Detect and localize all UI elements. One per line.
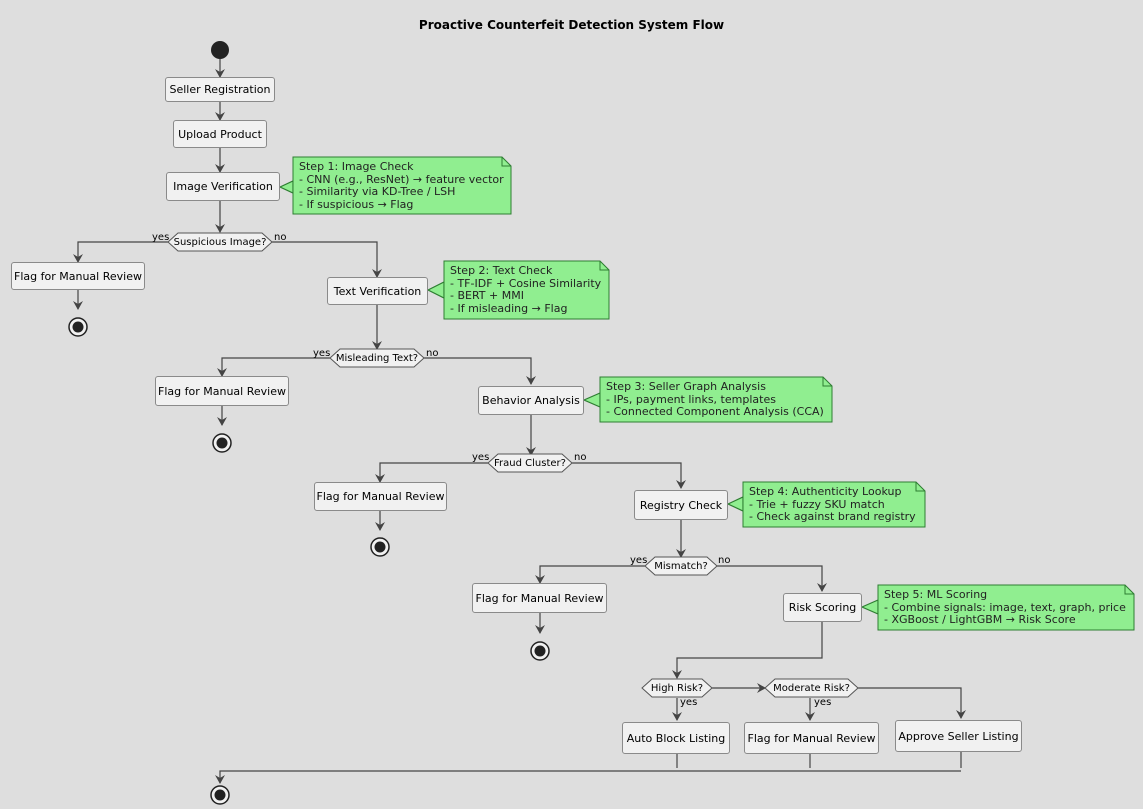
node-flag-review-4: Flag for Manual Review	[472, 583, 607, 613]
note-line: - If suspicious → Flag	[299, 197, 414, 211]
note-line: Step 5: ML Scoring	[884, 588, 988, 601]
decision-suspicious-image: Suspicious Image?	[173, 236, 267, 248]
edge-d2-yes	[217, 357, 330, 377]
node-text-verification: Text Verification	[327, 277, 428, 305]
terminals	[68, 41, 550, 805]
edge-d4-no	[717, 565, 827, 592]
decision-shape-mismatch	[644, 556, 718, 576]
node-risk-scoring: Risk Scoring	[783, 593, 862, 622]
stop-node-3	[370, 537, 390, 557]
node-flag-review-3: Flag for Manual Review	[314, 482, 447, 511]
note-connector-1	[278, 180, 294, 194]
note-line: - Check against brand registry	[749, 510, 916, 523]
node-upload-product: Upload Product	[173, 120, 267, 148]
node-registry-check: Registry Check	[634, 490, 728, 520]
note-line: Step 4: Authenticity Lookup	[749, 485, 902, 498]
diagram-title: Proactive Counterfeit Detection System F…	[418, 18, 725, 32]
note-step4-authenticity: Step 4: Authenticity Lookup - Trie + fuz…	[743, 484, 922, 526]
note-line: - Similarity via KD-Tree / LSH	[299, 185, 456, 198]
node-seller-registration: Seller Registration	[165, 77, 275, 102]
stop-node-2	[212, 433, 232, 453]
branch-label-yes: yes	[630, 555, 648, 566]
edge-d4-yes	[535, 565, 645, 584]
note-step1-image-check: Step 1: Image Check - CNN (e.g., ResNet)…	[293, 159, 510, 213]
edge-d6-no	[858, 687, 966, 719]
note-step5-ml-scoring: Step 5: ML Scoring - Combine signals: im…	[878, 587, 1132, 629]
decision-shape-high-risk	[641, 678, 713, 698]
stop-node-1	[68, 317, 88, 337]
note-line: - If misleading → Flag	[450, 301, 568, 315]
branch-label-yes: yes	[472, 452, 490, 463]
node-auto-block-listing: Auto Block Listing	[622, 722, 730, 754]
node-flag-review-5: Flag for Manual Review	[744, 722, 879, 754]
note-line: - CNN (e.g., ResNet) → feature vector	[299, 172, 504, 186]
branch-label-yes: yes	[313, 348, 331, 359]
decision-moderate-risk: Moderate Risk?	[773, 682, 850, 694]
note-line: Step 3: Seller Graph Analysis	[606, 380, 766, 393]
branch-label-yes: yes	[814, 697, 832, 708]
note-connector-5	[860, 599, 879, 615]
note-shape-2	[443, 260, 610, 320]
note-shape-4	[742, 481, 926, 528]
note-line: - Combine signals: image, text, graph, p…	[884, 600, 1126, 614]
branch-label-no: no	[426, 348, 439, 359]
branch-label-no: no	[574, 452, 587, 463]
note-line: - XGBoost / LightGBM → Risk Score	[884, 613, 1076, 626]
decision-shape-suspicious-image	[167, 232, 273, 252]
node-approve-seller-listing: Approve Seller Listing	[895, 720, 1022, 752]
end-node	[210, 785, 230, 805]
node-flag-review-2: Flag for Manual Review	[155, 376, 289, 406]
edge-d3-no	[572, 462, 686, 489]
branch-label-no: no	[274, 232, 287, 243]
note-step3-seller-graph: Step 3: Seller Graph Analysis - IPs, pay…	[600, 379, 830, 421]
note-connector-3	[582, 392, 601, 408]
note-shape-1	[292, 156, 512, 215]
branch-label-no: no	[718, 555, 731, 566]
note-line: - TF-IDF + Cosine Similarity	[450, 276, 602, 290]
note-line: - Connected Component Analysis (CCA)	[606, 405, 824, 418]
note-folds	[501, 157, 1134, 595]
note-step2-text-check: Step 2: Text Check - TF-IDF + Cosine Sim…	[444, 263, 607, 317]
decision-shapes	[167, 232, 859, 698]
note-connector-4	[726, 496, 744, 512]
edge-d2-no	[424, 357, 536, 385]
decision-mismatch: Mismatch?	[654, 560, 708, 572]
edge-risk-decision	[672, 622, 823, 679]
edges	[73, 59, 966, 784]
note-shape-5	[877, 584, 1135, 631]
note-line: - Trie + fuzzy SKU match	[749, 497, 885, 511]
note-line: Step 2: Text Check	[450, 264, 553, 277]
note-line: - BERT + MMI	[450, 289, 524, 302]
decision-fraud-cluster: Fraud Cluster?	[494, 457, 566, 469]
note-connector-2	[426, 281, 445, 299]
start-node	[211, 41, 229, 59]
decision-shape-moderate-risk	[764, 678, 859, 698]
edge-merge-end	[215, 770, 961, 784]
edge-d1-yes	[73, 241, 168, 263]
edge-d3-yes	[375, 462, 488, 483]
decision-shape-fraud-cluster	[487, 453, 573, 473]
note-shape-3	[599, 376, 833, 423]
stop-node-4	[530, 641, 550, 661]
node-behavior-analysis: Behavior Analysis	[478, 386, 584, 415]
decision-high-risk: High Risk?	[650, 682, 704, 694]
decision-misleading-text: Misleading Text?	[335, 352, 419, 364]
node-image-verification: Image Verification	[166, 172, 280, 201]
note-line: Step 1: Image Check	[299, 160, 414, 173]
note-line: - IPs, payment links, templates	[606, 392, 776, 406]
node-flag-review-1: Flag for Manual Review	[11, 262, 145, 290]
edge-d1-no	[272, 241, 382, 278]
branch-label-yes: yes	[680, 697, 698, 708]
note-shapes	[292, 156, 1135, 631]
decision-shape-misleading-text	[329, 348, 425, 368]
branch-label-yes: yes	[152, 232, 170, 243]
